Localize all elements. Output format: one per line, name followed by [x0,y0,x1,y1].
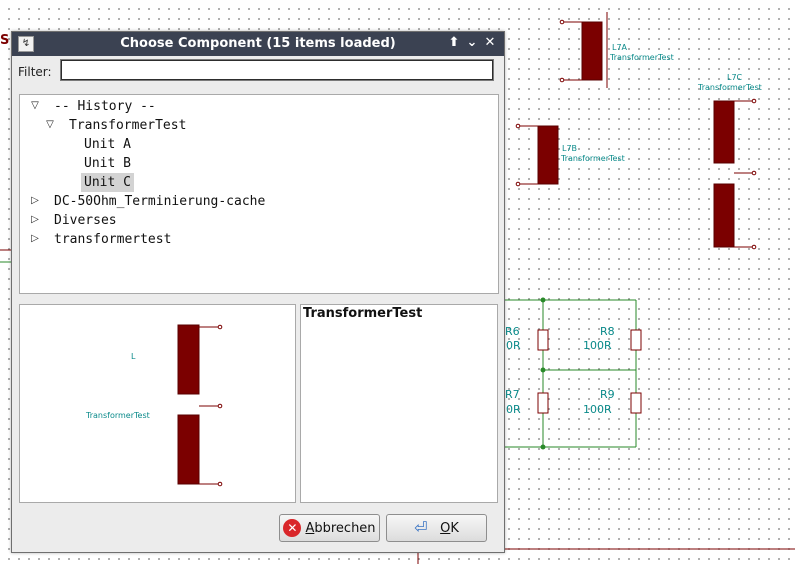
tree-item-history[interactable]: -- History -- [54,99,156,114]
component-l7c[interactable] [713,98,757,250]
component-details: TransformerTest [300,304,498,503]
component-l7a[interactable] [559,12,608,88]
r6-ref-label: R6 [505,325,520,338]
l7a-value-label: TransformerTest [610,53,674,62]
tree-item-unit-a[interactable]: Unit A [84,137,131,152]
sheet-fragment-label: S [0,33,10,48]
symbol-preview: L TransformerTest [19,304,296,503]
tree-item-unit-b[interactable]: Unit B [84,156,131,171]
preview-ref-label: L [131,352,136,361]
collapsed-triangle-icon[interactable]: ▷ [31,195,39,206]
symbol-preview-drawing [177,324,223,487]
dialog-title: Choose Component (15 items loaded) [120,36,396,51]
resistor-symbols[interactable] [537,329,642,414]
collapsed-triangle-icon[interactable]: ▷ [31,233,39,244]
l7c-value-label: TransformerTest [698,83,762,92]
r8-value-label: 100R [583,339,612,352]
app-icon[interactable]: ↯ [18,36,34,52]
resistor-r7 [537,392,549,414]
tree-item-unit-c[interactable]: Unit C [81,173,134,192]
r7-ref-label: R7 [505,388,520,401]
choose-component-dialog: ↯ Choose Component (15 items loaded) ⬆ ⌄… [11,31,505,553]
minimize-icon[interactable]: ⌄ [466,35,478,50]
tree-item-library[interactable]: DC-50Ohm_Terminierung-cache [54,194,266,209]
r9-ref-label: R9 [600,388,615,401]
cancel-button-label: Abbrechen [305,520,376,536]
l7b-value-label: TransformerTest [561,154,625,163]
ok-button-label: OK [440,520,459,536]
tree-item-library[interactable]: Diverses [54,213,117,228]
cancel-button[interactable]: ✕ Abbrechen [279,514,380,542]
l7a-ref-label: L7A [612,43,628,52]
preview-value-label: TransformerTest [86,411,150,420]
l7c-ref-label: L7C [727,73,743,82]
tree-item-history-library[interactable]: TransformerTest [69,118,187,133]
expanded-triangle-icon[interactable]: ▽ [46,119,54,130]
resistor-r9 [630,392,642,414]
details-title: TransformerTest [303,306,423,321]
ok-button[interactable]: ⏎ OK [386,514,487,542]
l7b-ref-label: L7B [562,144,578,153]
keep-above-icon[interactable]: ⬆ [448,35,460,50]
filter-label: Filter: [18,65,52,79]
tree-item-library[interactable]: transformertest [54,232,172,247]
enter-icon: ⏎ [414,518,428,537]
filter-input[interactable] [60,59,494,81]
r9-value-label: 100R [583,403,612,416]
resistor-r6 [537,329,549,351]
wire-network[interactable] [503,299,637,448]
junction-dots [540,297,546,450]
component-l7b[interactable] [515,123,559,187]
cancel-icon: ✕ [283,519,302,537]
collapsed-triangle-icon[interactable]: ▷ [31,214,39,225]
close-icon[interactable]: ✕ [484,35,496,50]
dialog-titlebar[interactable]: ↯ Choose Component (15 items loaded) ⬆ ⌄… [12,32,504,56]
resistor-r8 [630,329,642,351]
r8-ref-label: R8 [600,325,615,338]
expanded-triangle-icon[interactable]: ▽ [31,100,39,111]
component-tree[interactable]: ▽ -- History -- ▽ TransformerTest Unit A… [19,94,499,294]
